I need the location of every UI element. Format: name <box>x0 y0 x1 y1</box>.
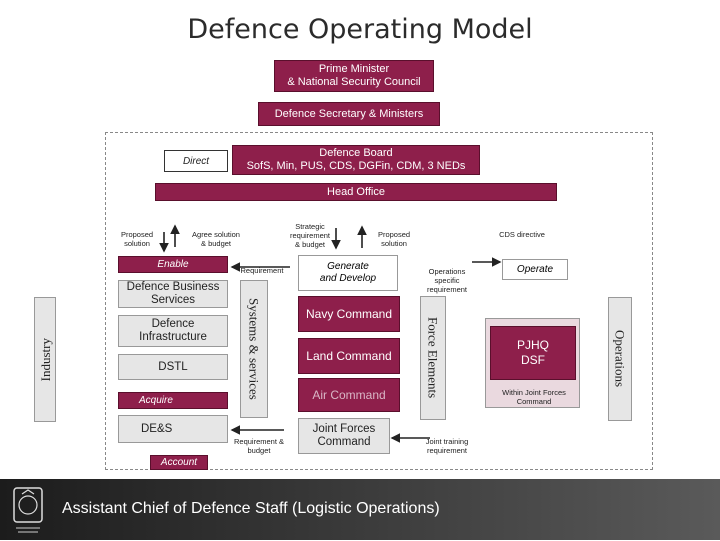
board-line-1: Defence Board <box>319 147 393 159</box>
operate-box: Operate <box>502 259 568 280</box>
dbs-line-2: Services <box>150 294 196 306</box>
air-label: Air Command <box>312 387 386 402</box>
ps-left-1: Proposed <box>120 230 154 239</box>
ps-left-2: solution <box>124 239 150 248</box>
ops-2: specific <box>434 276 460 285</box>
jt-2: requirement <box>426 446 468 455</box>
strat-2: requirement <box>289 231 331 240</box>
operations-bar: Operations <box>608 297 632 421</box>
enabler-dbs: Defence Business Services <box>118 280 228 308</box>
jf-1: Joint Forces <box>312 423 376 435</box>
infra-line-2: Infrastructure <box>139 331 207 343</box>
enable-label: Enable <box>118 256 228 273</box>
gen-2: and Develop <box>319 273 377 284</box>
pjhq-box: PJHQ DSF <box>490 326 576 380</box>
wj-2: Command <box>516 397 552 406</box>
dbs-line-1: Defence Business <box>126 281 220 293</box>
footer-bar <box>0 479 720 540</box>
force-label: Force Elements <box>425 317 441 399</box>
prime-minister-box: Prime Minister & National Security Counc… <box>274 60 434 92</box>
proposed-solution-mid: Proposed solution <box>370 230 418 248</box>
footer-title: Assistant Chief of Defence Staff (Logist… <box>62 500 440 517</box>
direct-label: Direct <box>182 155 210 167</box>
infra-line-1: Defence <box>151 318 195 330</box>
acquire-label: Acquire <box>118 392 228 409</box>
pm-line-1: Prime Minister <box>318 63 390 75</box>
jt-1: Joint training <box>425 437 469 446</box>
page-title: Defence Operating Model <box>187 14 533 45</box>
strategic-requirement-label: Strategic requirement & budget <box>284 222 336 249</box>
wj-1: Within Joint Forces <box>502 388 566 397</box>
systems-label: Systems & services <box>246 298 262 400</box>
account-label: Account <box>150 455 208 470</box>
board-line-2: SofS, Min, PUS, CDS, DGFin, CDM, 3 NEDs <box>246 160 466 172</box>
head-office-label: Head Office <box>327 185 385 198</box>
dstl-label: DSTL <box>158 360 188 373</box>
navy-command-box: Navy Command <box>298 296 400 332</box>
strat-1: Strategic <box>295 222 325 231</box>
agree-solution-label: Agree solution & budget <box>184 230 248 248</box>
pm-line-2: & National Security Council <box>287 76 421 88</box>
requirement-budget-label: Requirement & budget <box>226 437 292 455</box>
ops-1: Operations <box>428 267 466 276</box>
ops-specific-label: Operations specific requirement <box>420 267 474 294</box>
industry-label: Industry <box>37 337 53 382</box>
ops-3: requirement <box>426 285 468 294</box>
pjhq-1: PJHQ <box>516 338 549 352</box>
ps-mid-1: Proposed <box>377 230 411 239</box>
navy-label: Navy Command <box>305 306 393 321</box>
direct-box: Direct <box>164 150 228 172</box>
agree-1: Agree solution <box>192 230 240 239</box>
joint-training-label: Joint training requirement <box>418 437 476 455</box>
des-label: DE&S <box>141 422 173 435</box>
systems-services-bar: Systems & services <box>240 280 268 418</box>
joint-forces-box: Joint Forces Command <box>298 418 390 454</box>
generate-develop-box: Generate and Develop <box>298 255 398 291</box>
within-jf-label: Within Joint Forces Command <box>488 388 580 406</box>
agree-2: & budget <box>200 239 232 248</box>
air-command-box: Air Command <box>298 378 400 412</box>
proposed-solution-left: Proposed solution <box>114 230 160 248</box>
pjhq-2: DSF <box>521 353 545 367</box>
crest-icon <box>8 484 48 536</box>
gen-1: Generate <box>327 261 369 272</box>
secretary-label: Defence Secretary & Ministers <box>274 107 424 120</box>
operations-label: Operations <box>612 330 628 388</box>
requirement-label: Requirement <box>240 266 284 275</box>
strat-3: & budget <box>294 240 326 249</box>
head-office-bar: Head Office <box>155 183 557 201</box>
force-elements-bar: Force Elements <box>420 296 446 420</box>
model-frame <box>105 132 653 470</box>
defence-board-box: Defence Board SofS, Min, PUS, CDS, DGFin… <box>232 145 480 175</box>
enabler-des: DE&S <box>118 415 228 443</box>
cds-directive-label: CDS directive <box>499 230 545 239</box>
industry-bar: Industry <box>34 297 56 422</box>
jf-2: Command <box>317 436 371 448</box>
land-label: Land Command <box>306 348 392 363</box>
secretary-box: Defence Secretary & Ministers <box>258 102 440 126</box>
land-command-box: Land Command <box>298 338 400 374</box>
rb-1: Requirement & <box>233 437 285 446</box>
ps-mid-2: solution <box>381 239 407 248</box>
rb-2: budget <box>247 446 271 455</box>
enabler-dstl: DSTL <box>118 354 228 380</box>
enabler-infrastructure: Defence Infrastructure <box>118 315 228 347</box>
